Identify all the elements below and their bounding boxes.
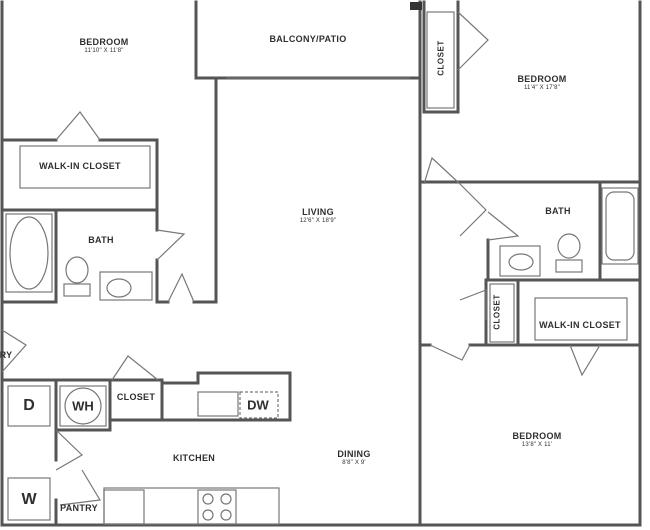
closet-shelf (19, 145, 151, 189)
toilet-tank (63, 283, 91, 297)
door-swing (423, 156, 461, 185)
wall-bedroom-right (418, 76, 642, 184)
room-name: BEDROOM (517, 73, 567, 84)
room-name: DINING (337, 448, 371, 459)
closet-top-label: CLOSET (436, 40, 446, 76)
sink (508, 253, 534, 271)
sink (106, 278, 132, 298)
pantry-label: PANTRY (60, 502, 98, 513)
wall-column (410, 2, 422, 10)
wall-closet-top (422, 0, 460, 114)
closet-mid-label: CLOSET (492, 294, 502, 330)
room-name: LIVING (302, 206, 334, 217)
living-label: LIVING 12'6" X 18'9" (300, 207, 337, 225)
washer-box (7, 477, 51, 521)
burner (220, 509, 232, 521)
fridge (103, 489, 145, 525)
closet-shelf (426, 11, 455, 109)
burner (220, 493, 232, 505)
room-dim: 11'4" X 17'8" (523, 85, 561, 92)
wall-kitchen-counter (160, 371, 292, 422)
bath-left-label: BATH (88, 234, 114, 245)
water-heater-box (59, 385, 107, 427)
wall-bath-left (0, 208, 218, 304)
dryer-label: D (23, 396, 35, 414)
door-swing (569, 344, 601, 377)
vanity (99, 271, 153, 301)
door-swing (459, 289, 487, 320)
water-heater-label: WH (72, 398, 94, 414)
bedroom-top-right-label: BEDROOM 11'4" X 17'8" (517, 74, 566, 92)
toilet-tank (555, 259, 583, 273)
wall-bedroom-left (194, 76, 218, 304)
bathtub (601, 187, 639, 265)
dryer-box (7, 385, 51, 427)
door-swing (1, 329, 27, 373)
stove (197, 489, 237, 525)
closet-kitchen-label: CLOSET (116, 391, 156, 402)
room-dim: 11'10" X 11'8" (84, 48, 124, 55)
water-heater-circle (64, 387, 102, 425)
vanity (499, 245, 541, 277)
bathtub-basin (9, 216, 49, 290)
bedroom-bottom-right-label: BEDROOM 13'8" X 11' (512, 431, 561, 449)
door-swing (111, 355, 159, 381)
dishwasher-box (239, 391, 279, 419)
toilet (65, 256, 89, 284)
bathtub-basin (605, 191, 635, 261)
room-dim: 8'8" X 9' (342, 460, 366, 467)
counter-bottom (103, 487, 280, 525)
burner (202, 493, 214, 505)
door-swing (167, 272, 195, 303)
door-swing (459, 183, 520, 241)
door-swing (55, 429, 83, 471)
closet-shelf (489, 283, 515, 343)
room-dim: 13'8" X 11' (521, 442, 553, 449)
washer-label: W (21, 490, 37, 508)
dishwasher-label: DW (247, 397, 269, 413)
dining-label: DINING 8'8" X 9' (337, 449, 370, 467)
room-name: BEDROOM (512, 430, 562, 441)
sink-counter (197, 391, 239, 417)
bath-right-label: BATH (545, 205, 571, 216)
door-swing (457, 11, 489, 71)
room-dim: 12'6" X 18'9" (299, 218, 337, 225)
bathtub (5, 213, 53, 293)
partial-room-label: RY (0, 349, 13, 360)
wall-walkin-left (0, 138, 159, 212)
wall-laundry (0, 378, 112, 527)
wall-closet-kitchen (108, 378, 164, 422)
wall-closet-mid (484, 278, 642, 347)
bedroom-top-left-label: BEDROOM 11'10" X 11'8" (79, 37, 128, 55)
door-swing (59, 469, 101, 506)
room-name: BEDROOM (79, 36, 129, 47)
door-swing (156, 229, 186, 261)
burner (202, 509, 214, 521)
wall-bath-right (486, 183, 642, 282)
kitchen-label: KITCHEN (172, 452, 216, 463)
toilet (557, 233, 581, 259)
door-swing (55, 111, 101, 141)
walkin-closet-right-label: WALK-IN CLOSET (539, 319, 621, 330)
walkin-closet-left-label: WALK-IN CLOSET (39, 160, 121, 171)
balcony-label: BALCONY/PATIO (269, 33, 347, 44)
door-swing (429, 344, 471, 361)
closet-shelf (534, 297, 628, 341)
